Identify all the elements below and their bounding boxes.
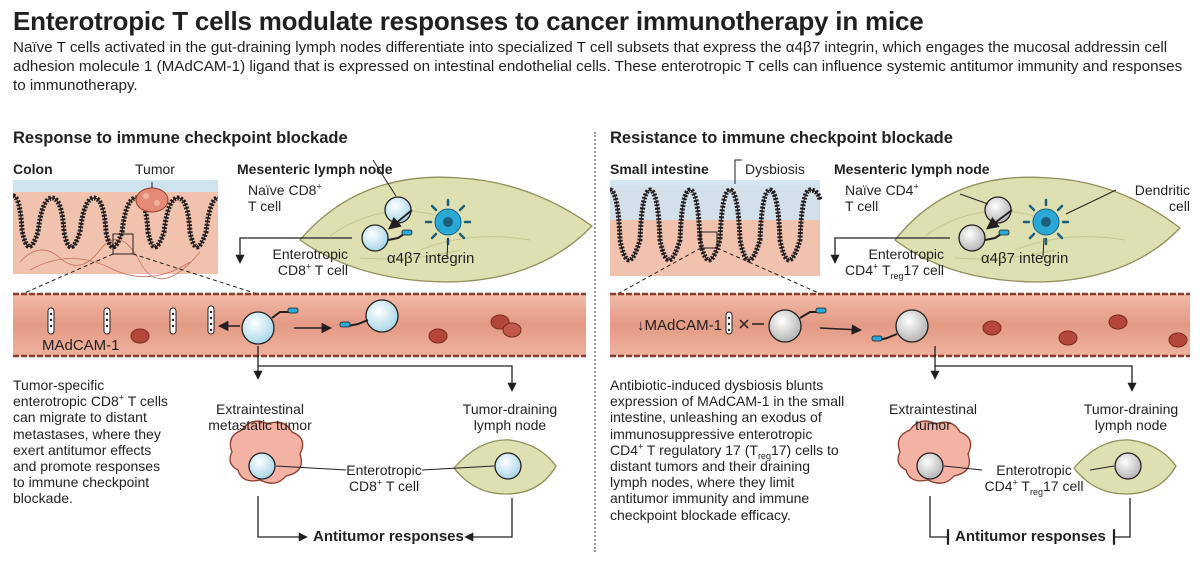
draining-node-right: [1073, 439, 1177, 495]
small-intestine-label: Small intestine: [610, 161, 709, 177]
mln-label-right: Mesenteric lymph node: [834, 161, 990, 177]
blood-vessel-left: [13, 292, 586, 358]
madcam-label: MAdCAM-1: [42, 337, 120, 354]
figure-intro: Naïve T cells activated in the gut-drain…: [13, 39, 1183, 94]
metastatic-tumor-left: [229, 420, 304, 484]
colon-tissue: [12, 180, 219, 280]
lymph-node-left: [299, 176, 593, 283]
dendritic-cell-left: [424, 198, 472, 246]
right-heading: Resistance to immune checkpoint blockade: [610, 129, 953, 147]
antitumor-responses-right: Antitumor responses: [955, 528, 1106, 545]
figure-title: Enterotropic T cells modulate responses …: [13, 6, 924, 36]
tumor-label: Tumor: [135, 161, 175, 177]
blood-vessel-right: [610, 292, 1190, 358]
draining-node-left: [453, 439, 557, 495]
small-intestine-tissue: [609, 180, 823, 276]
naive-cd8-label: Naïve CD8+T cell: [248, 181, 322, 214]
right-description: Antibiotic-induced dysbiosis blunts expr…: [610, 377, 845, 523]
lymph-node-right: [894, 176, 1181, 283]
colon-label: Colon: [13, 161, 53, 177]
naive-cd4-label: Naïve CD4+T cell: [845, 181, 919, 214]
dysbiosis-label: Dysbiosis: [745, 161, 805, 177]
panel-divider: [594, 132, 596, 552]
left-heading: Response to immune checkpoint blockade: [13, 129, 348, 147]
madcam-reduced-label: ↓MAdCAM-1: [637, 317, 723, 334]
integrin-label-right: α4β7 integrin: [981, 250, 1069, 267]
extraintestinal-tumor-right: [897, 420, 972, 484]
left-description: Tumor-specific enterotropic CD8+ T cells…: [13, 377, 168, 507]
mln-label-left: Mesenteric lymph node: [237, 161, 393, 177]
antitumor-responses-left: Antitumor responses: [313, 528, 464, 545]
dendritic-cell-right: [1022, 198, 1070, 246]
integrin-label-left: α4β7 integrin: [387, 250, 475, 267]
